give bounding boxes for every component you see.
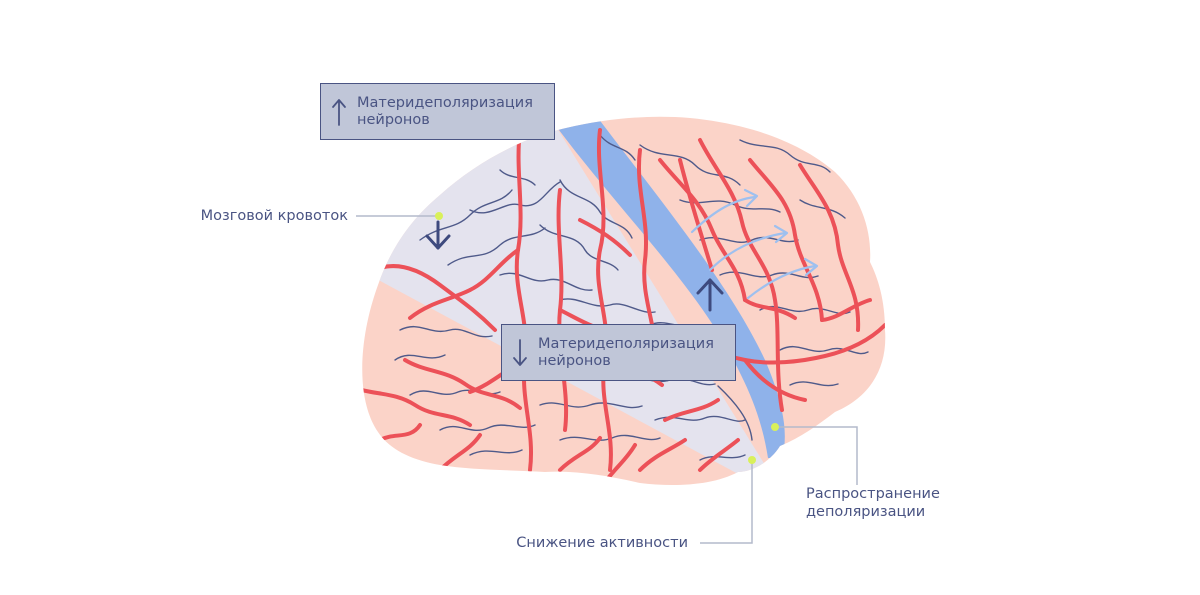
arrow-down-icon [425,220,451,250]
arrow-down-icon [513,338,527,366]
spreading-label: Распространение деполяризации [806,485,940,521]
curved-arrow-icon [690,188,819,300]
leader-lines [356,215,858,544]
top-box-label: Материдеполяризация нейронов [357,95,533,129]
depolarization-wave [550,118,785,458]
middle-info-box: Материдеполяризация нейронов [501,324,736,381]
top-box-line-1: Материдеполяризация [357,94,533,111]
reduction-label: Снижение активности [516,535,688,551]
blood-flow-label: Мозговой кровоток [200,208,348,224]
spreading-label-line-1: Распространение [806,486,940,502]
spreading-label-line-2: деполяризации [806,504,926,520]
middle-box-label: Материдеполяризация нейронов [538,336,714,370]
middle-box-line-1: Материдеполяризация [538,335,714,352]
top-box-line-2: нейронов [357,111,430,128]
top-info-box: Материдеполяризация нейронов [320,83,555,140]
arrow-up-icon [696,278,724,312]
arrow-up-icon [332,98,346,126]
middle-box-line-2: нейронов [538,352,611,369]
markers [435,212,779,464]
